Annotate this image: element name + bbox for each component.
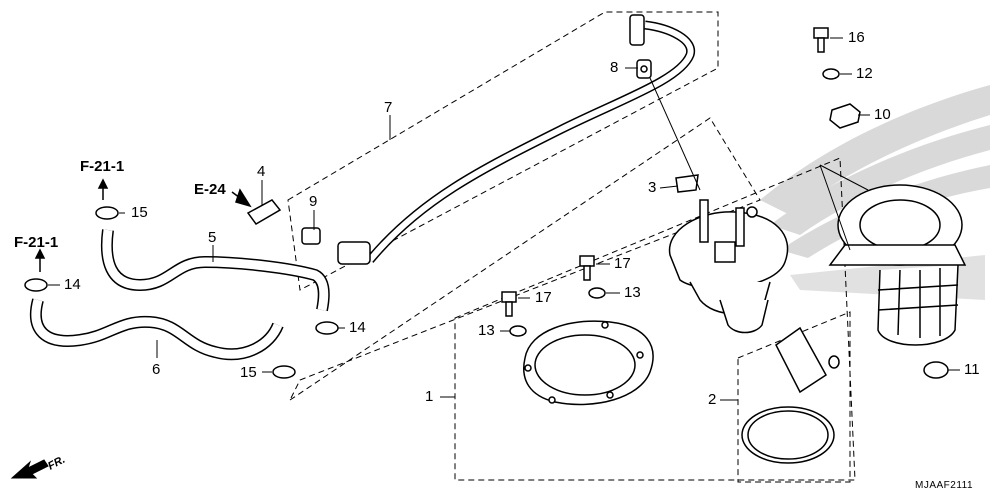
callout-14-right: 14 [349,319,366,336]
cushion-11 [923,361,949,379]
callout-4: 4 [257,163,266,180]
washers-13 [509,287,606,337]
callout-3: 3 [648,179,657,196]
rubber-parts [822,68,949,379]
grommet-10 [829,103,861,129]
bolt-17-lower [501,291,517,303]
callout-13-lower: 13 [478,322,495,339]
front-direction-arrow [10,459,49,479]
hose-5 [100,229,330,312]
clip-8 [636,59,652,79]
callout-15-top: 15 [131,204,148,221]
callout-6: 6 [152,361,161,378]
callout-14-left: 14 [64,276,81,293]
callout-17-upper: 17 [614,255,631,272]
callout-7: 7 [384,99,393,116]
leader-lines [48,37,960,401]
hose-6 [29,298,284,361]
callout-17-lower: 17 [535,289,552,306]
clip-9 [301,227,321,245]
callout-13-upper: 13 [624,284,641,301]
reference-f21-top[interactable]: F-21-1 [80,158,125,175]
callout-11: 11 [964,361,980,378]
mounting-gasket [523,320,654,406]
callout-1: 1 [425,388,434,405]
pump-bracket-outline [288,117,761,402]
reference-e24[interactable]: E-24 [194,181,226,198]
fuel-hose-7 [337,14,696,265]
callout-12: 12 [856,65,873,82]
bolt-16 [813,27,829,39]
filter-element-2 [741,326,840,464]
bolt-17-upper [579,255,595,267]
callout-9: 9 [309,193,318,210]
callout-8: 8 [610,59,619,76]
reference-f21-left[interactable]: F-21-1 [14,234,59,251]
filter-2-outline [737,311,851,483]
callout-2: 2 [708,391,717,408]
assembly-1-outline [454,157,856,481]
clamp-15-top [95,206,119,220]
fuel-pump-unit [668,174,789,334]
reference-arrows [34,178,252,272]
fuel-pump-cage [828,184,967,346]
diagram-code: MJAAF2111 [915,480,974,491]
clamp-14-left [24,278,48,292]
clamp-14-right [315,321,339,335]
clamp-4 [246,199,282,225]
clamp-15-bottom [272,365,296,379]
washer-12 [822,68,840,80]
callout-5: 5 [208,229,217,246]
callout-10: 10 [874,106,891,123]
callout-15-bottom: 15 [240,364,257,381]
bolts [501,27,829,317]
callout-16: 16 [848,29,865,46]
